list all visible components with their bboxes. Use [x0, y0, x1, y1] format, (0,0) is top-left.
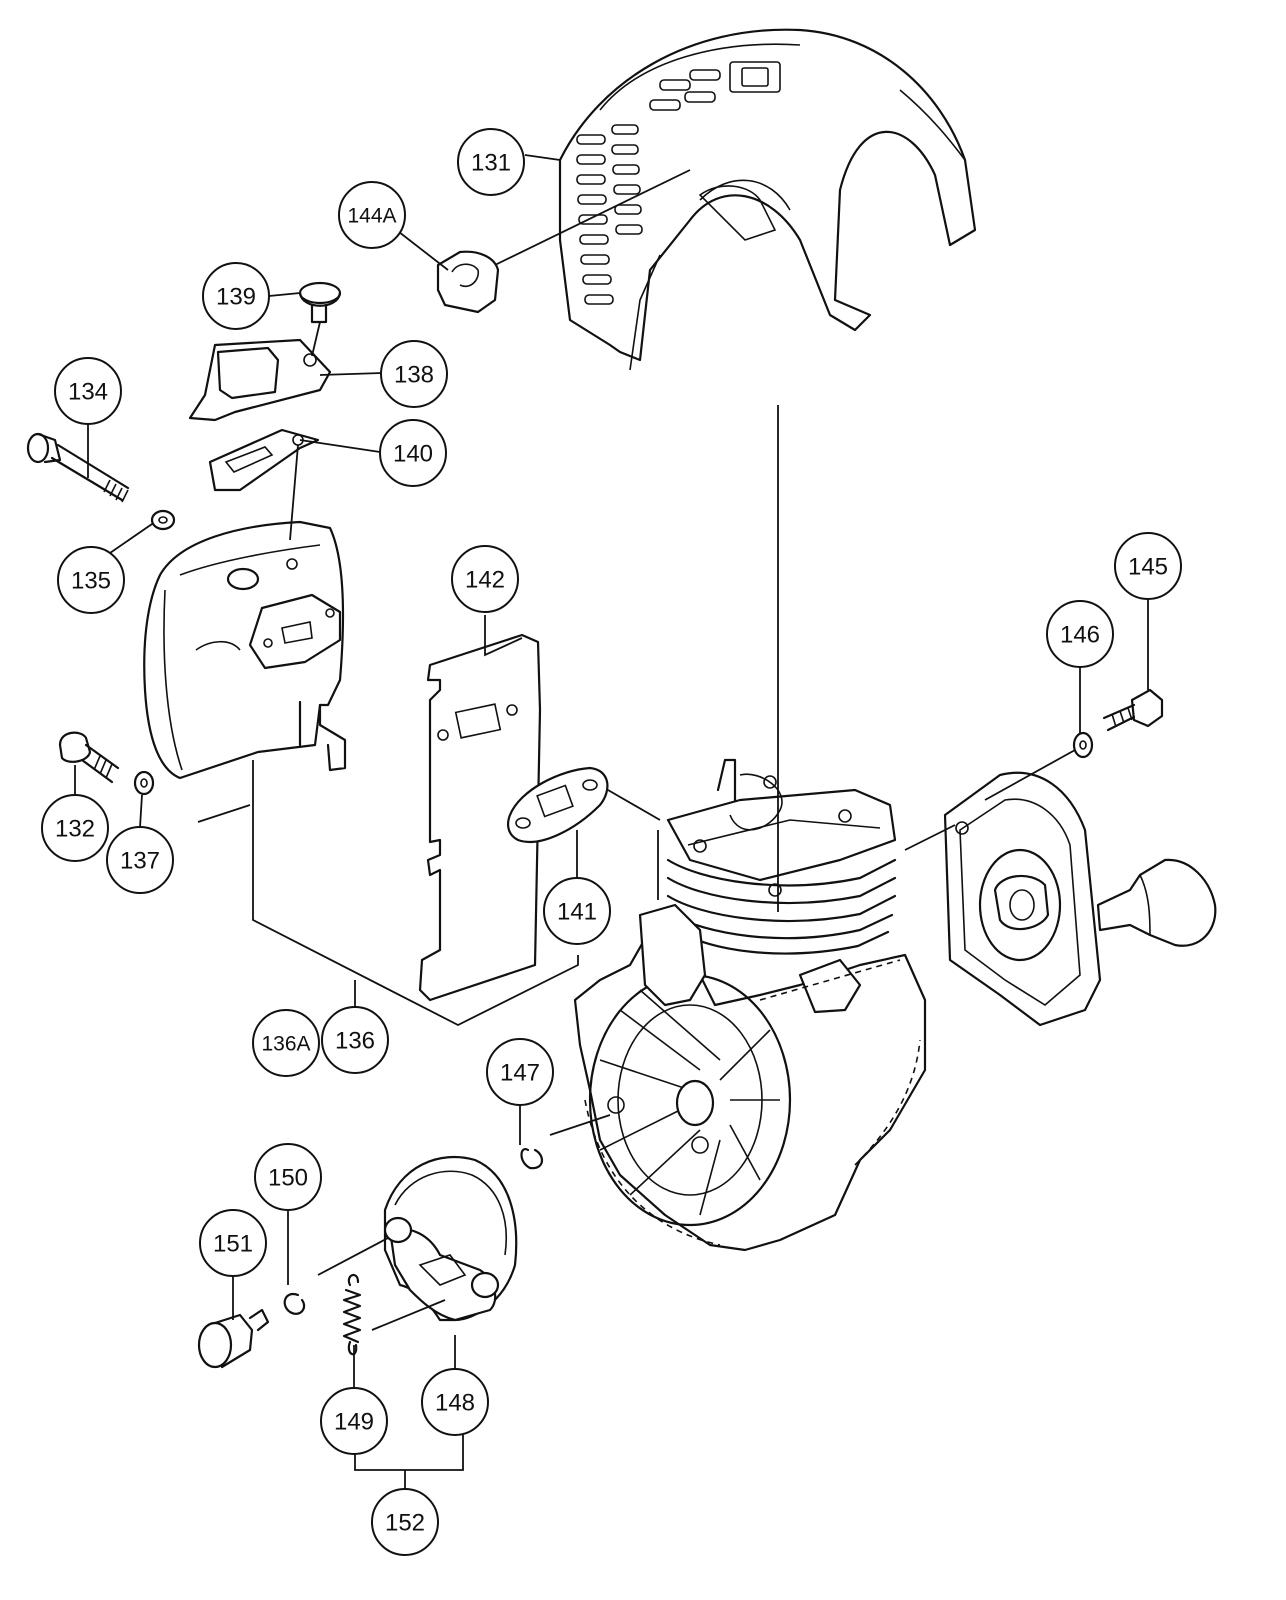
gasket-part: [507, 766, 609, 843]
muffler-part: [143, 520, 347, 780]
recoil-washer-part: [1072, 731, 1094, 759]
callout-147: 147: [486, 1038, 554, 1106]
callout-135: 135: [57, 546, 125, 614]
svg-text:141: 141: [557, 899, 597, 926]
svg-text:142: 142: [465, 567, 505, 594]
callout-138: 138: [380, 340, 448, 408]
svg-text:149: 149: [334, 1409, 374, 1436]
callout-151: 151: [199, 1209, 267, 1277]
washer-part: [150, 509, 176, 531]
callout-152: 152: [371, 1488, 439, 1556]
exhaust-cover-part: [188, 338, 332, 422]
callout-144A: 144A: [338, 181, 406, 249]
engine-cover-part: [558, 28, 977, 371]
clutch-shoe-part: [383, 1156, 518, 1322]
long-bolt-part: [26, 432, 130, 503]
svg-text:132: 132: [55, 816, 95, 843]
svg-text:135: 135: [71, 568, 111, 595]
svg-text:136A: 136A: [261, 1033, 310, 1056]
svg-text:147: 147: [500, 1060, 540, 1087]
bolt-part: [58, 731, 120, 784]
callout-141: 141: [543, 877, 611, 945]
circlip-part: [520, 1147, 543, 1170]
spark-screen-part: [208, 428, 320, 492]
callout-149: 149: [320, 1387, 388, 1455]
svg-text:145: 145: [1128, 554, 1168, 581]
svg-text:139: 139: [216, 284, 256, 311]
recoil-starter-part: [943, 771, 1217, 1027]
svg-text:146: 146: [1060, 622, 1100, 649]
svg-text:144A: 144A: [347, 205, 396, 228]
callout-140: 140: [379, 419, 447, 487]
clutch-bolt-part: [197, 1308, 270, 1369]
callout-136: 136: [321, 1006, 389, 1074]
washer-part-small: [133, 770, 155, 796]
callout-137: 137: [106, 826, 174, 894]
callout-131: 131: [457, 128, 525, 196]
heat-shield-part: [418, 633, 542, 1002]
svg-text:152: 152: [385, 1510, 425, 1537]
callout-150: 150: [254, 1143, 322, 1211]
recoil-bolt-part: [1102, 688, 1164, 732]
svg-text:131: 131: [471, 150, 511, 177]
callout-132: 132: [41, 794, 109, 862]
svg-text:137: 137: [120, 848, 160, 875]
svg-text:134: 134: [68, 379, 108, 406]
callout-148: 148: [421, 1368, 489, 1436]
screw-part: [298, 281, 342, 324]
svg-text:148: 148: [435, 1390, 475, 1417]
leader-lines: [74, 154, 1149, 1490]
callout-146: 146: [1046, 600, 1114, 668]
grommet-part: [436, 250, 500, 314]
svg-text:136: 136: [335, 1028, 375, 1055]
engine-cylinder-part: [573, 758, 927, 1252]
callout-145: 145: [1114, 532, 1182, 600]
callout-139: 139: [202, 262, 270, 330]
svg-text:138: 138: [394, 362, 434, 389]
callout-136A: 136A: [252, 1009, 320, 1077]
spring-part: [342, 1273, 362, 1356]
svg-text:151: 151: [213, 1231, 253, 1258]
clutch-circlip-part: [283, 1292, 306, 1315]
callout-142: 142: [451, 545, 519, 613]
svg-text:150: 150: [268, 1165, 308, 1192]
callout-134: 134: [54, 357, 122, 425]
svg-text:140: 140: [393, 441, 433, 468]
